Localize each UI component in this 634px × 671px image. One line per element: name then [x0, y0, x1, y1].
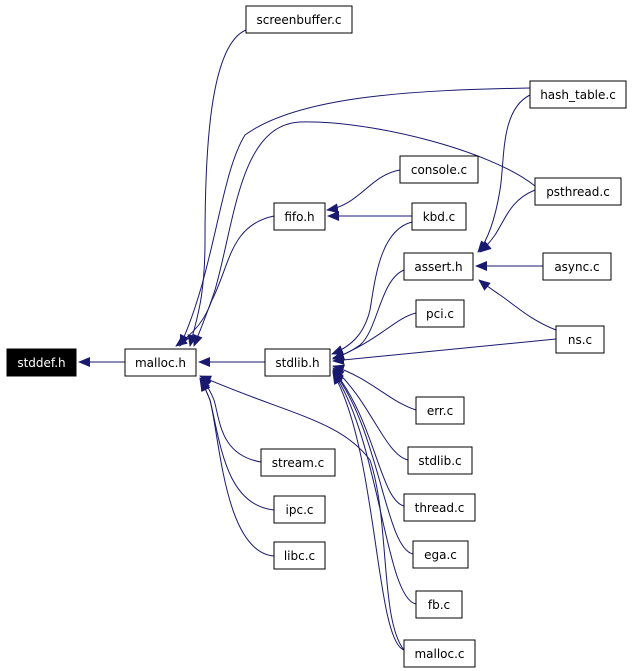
node-stddef-h[interactable]: stddef.h — [6, 348, 77, 377]
node-screenbuffer-c[interactable]: screenbuffer.c — [245, 5, 353, 34]
node-label: pci.c — [426, 307, 454, 321]
node-box — [273, 495, 326, 524]
node-malloc-h[interactable]: malloc.h — [124, 348, 197, 377]
edge-ns-c-to-stdlib-h — [332, 338, 557, 365]
node-console-c[interactable]: console.c — [399, 155, 479, 184]
node-label: stdlib.c — [418, 454, 461, 468]
node-box — [260, 448, 336, 477]
node-box — [415, 299, 465, 328]
node-kbd-c[interactable]: kbd.c — [411, 202, 467, 231]
edge-malloc-c-to-stdlib-h — [332, 372, 405, 651]
node-box — [6, 348, 77, 377]
node-box — [403, 252, 474, 281]
node-label: screenbuffer.c — [256, 13, 341, 27]
edge-fifo-h-to-malloc-h — [175, 215, 275, 347]
edge-kbd-c-to-stdlib-h — [331, 221, 413, 355]
node-ns-c[interactable]: ns.c — [555, 325, 605, 354]
node-box — [555, 325, 605, 354]
node-label: console.c — [411, 163, 467, 177]
edge-malloc-c-to-malloc-h — [199, 375, 405, 651]
node-label: libc.c — [284, 549, 315, 563]
node-label: hash_table.c — [540, 88, 616, 102]
node-ega-c[interactable]: ega.c — [412, 540, 469, 569]
edge-ega-c-to-stdlib-h — [332, 370, 414, 555]
edge-hash-table-c-to-malloc-h — [179, 87, 531, 347]
edge-pci-c-to-stdlib-h — [332, 312, 417, 360]
edge-psthread-c-to-malloc-h — [193, 121, 536, 347]
node-label: malloc.c — [414, 647, 464, 661]
node-thread-c[interactable]: thread.c — [403, 493, 476, 522]
node-box — [403, 493, 476, 522]
node-box — [407, 446, 473, 475]
edge-libc-c-to-malloc-h — [200, 379, 275, 557]
node-assert-h[interactable]: assert.h — [403, 252, 474, 281]
node-box — [415, 396, 465, 425]
node-label: assert.h — [414, 260, 462, 274]
node-box — [273, 541, 326, 570]
node-label: ega.c — [424, 548, 457, 562]
node-stdlib-c[interactable]: stdlib.c — [407, 446, 473, 475]
node-label: fifo.h — [284, 210, 314, 224]
node-label: kbd.c — [423, 210, 456, 224]
edge-stream-c-to-malloc-h — [199, 377, 262, 463]
node-pci-c[interactable]: pci.c — [415, 299, 465, 328]
node-box — [124, 348, 197, 377]
node-psthread-c[interactable]: psthread.c — [534, 177, 622, 206]
nodes-layer: stddef.h malloc.h stdlib.h fifo.h assert.h sc… — [6, 5, 627, 668]
node-label: async.c — [554, 260, 599, 274]
node-box — [542, 252, 612, 281]
edge-screenbuffer-c-to-malloc-h — [187, 29, 247, 347]
node-box — [273, 202, 326, 231]
node-ipc-c[interactable]: ipc.c — [273, 495, 326, 524]
node-box — [415, 590, 463, 619]
edge-stdlib-c-to-stdlib-h — [332, 367, 409, 461]
node-label: ipc.c — [286, 503, 314, 517]
node-stream-c[interactable]: stream.c — [260, 448, 336, 477]
node-stdlib-h[interactable]: stdlib.h — [264, 348, 331, 377]
node-label: ns.c — [568, 333, 592, 347]
edge-fb-c-to-stdlib-h — [332, 371, 417, 605]
edge-psthread-c-to-assert-h — [479, 189, 536, 253]
node-malloc-c[interactable]: malloc.c — [403, 639, 476, 668]
edges-layer — [78, 29, 557, 651]
edge-thread-c-to-stdlib-h — [332, 369, 405, 507]
edge-ipc-c-to-malloc-h — [199, 378, 275, 511]
node-err-c[interactable]: err.c — [415, 396, 465, 425]
node-box — [529, 80, 627, 109]
node-label: malloc.h — [135, 356, 186, 370]
node-box — [403, 639, 476, 668]
node-hash-table-c[interactable]: hash_table.c — [529, 80, 627, 109]
node-label: psthread.c — [546, 185, 610, 199]
node-fb-c[interactable]: fb.c — [415, 590, 463, 619]
node-box — [245, 5, 353, 34]
node-fifo-h[interactable]: fifo.h — [273, 202, 326, 231]
node-async-c[interactable]: async.c — [542, 252, 612, 281]
node-label: stdlib.h — [275, 356, 319, 370]
node-box — [399, 155, 479, 184]
node-box — [264, 348, 331, 377]
edge-ns-c-to-assert-h — [478, 279, 557, 331]
node-label: fb.c — [428, 598, 450, 612]
node-box — [411, 202, 467, 231]
node-box — [534, 177, 622, 206]
node-box — [412, 540, 469, 569]
edge-hash-table-c-to-assert-h — [477, 94, 531, 253]
node-label: thread.c — [415, 501, 465, 515]
node-libc-c[interactable]: libc.c — [273, 541, 326, 570]
edge-console-c-to-fifo-h — [326, 169, 401, 214]
node-label: stddef.h — [17, 356, 65, 370]
node-label: stream.c — [272, 456, 324, 470]
node-label: err.c — [427, 404, 453, 418]
